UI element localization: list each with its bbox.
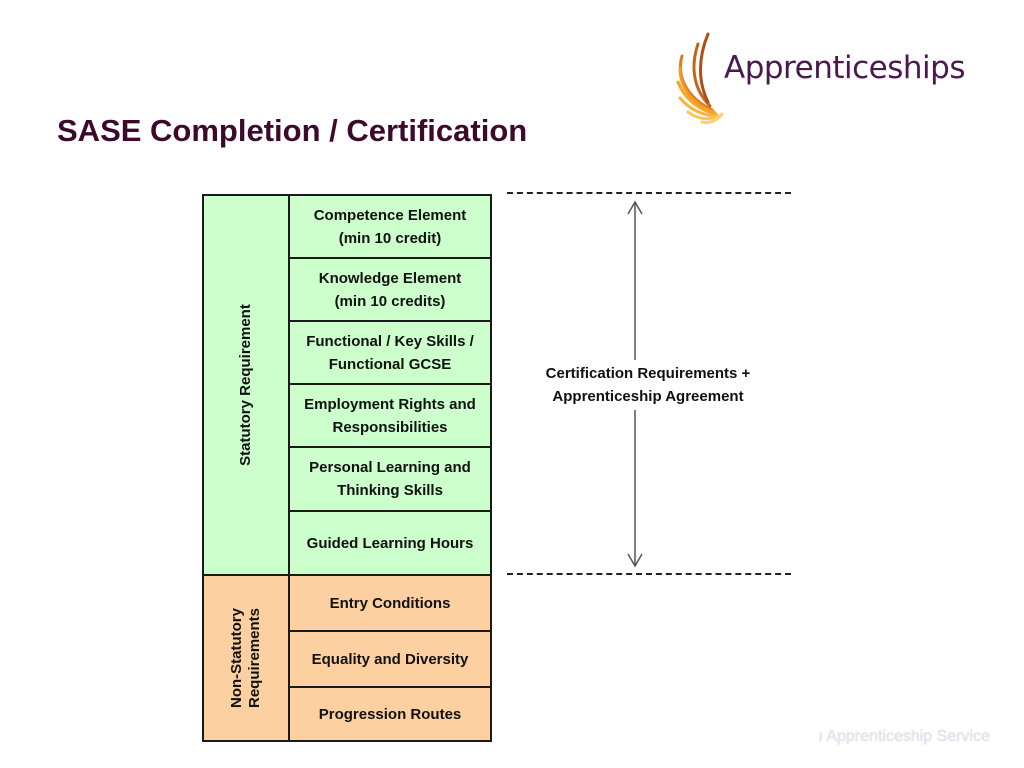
row-guided-learning-hours: Guided Learning Hours [290,512,490,576]
row-progression-routes: Progression Routes [290,688,490,740]
row-text: Entry Conditions [329,594,451,612]
row-text: Competence Element [313,206,467,224]
row-text: Guided Learning Hours [306,534,474,552]
row-knowledge-element: Knowledge Element (min 10 credits) [290,259,490,322]
row-competence-element: Competence Element (min 10 credit) [290,196,490,259]
row-text: (min 10 credits) [334,292,446,310]
non-statutory-line1: Non-Statutory [228,608,245,708]
statutory-group: Statutory Requirement [204,196,290,576]
dashed-line-top [507,192,791,194]
row-functional-skills: Functional / Key Skills / Functional GCSE [290,322,490,385]
row-text: Functional GCSE [328,355,452,373]
row-text: Employment Rights and [304,395,476,413]
row-text: Personal Learning and [309,459,471,476]
row-text: (min 10 credit) [338,229,442,247]
statutory-label: Statutory Requirement [237,304,254,466]
row-entry-conditions: Entry Conditions [290,576,490,632]
certification-label: Certification Requirements + Apprentices… [520,360,776,410]
row-text: Functional / Key Skills / [306,332,474,350]
row-text: Thinking Skills [337,482,443,499]
certification-line1: Certification Requirements + [545,365,751,382]
row-equality-diversity: Equality and Diversity [290,632,490,688]
footer-watermark: ı Apprenticeship Service [818,728,990,745]
sunburst-logo-icon [676,32,724,124]
logo-text: Apprenticeships [724,50,965,86]
page-title: SASE Completion / Certification [57,113,528,148]
non-statutory-group: Non-Statutory Requirements [204,576,290,740]
non-statutory-label: Non-Statutory Requirements [228,608,264,708]
dashed-line-bottom [507,573,791,575]
row-text: Progression Routes [318,705,462,723]
row-text: Responsibilities [332,418,448,436]
certification-line2: Apprenticeship Agreement [552,388,744,405]
row-text: Knowledge Element [318,269,462,287]
requirements-table: Statutory Requirement Non-Statutory Requ… [202,194,492,742]
row-text: Equality and Diversity [311,650,469,668]
non-statutory-line2: Requirements [246,607,263,709]
